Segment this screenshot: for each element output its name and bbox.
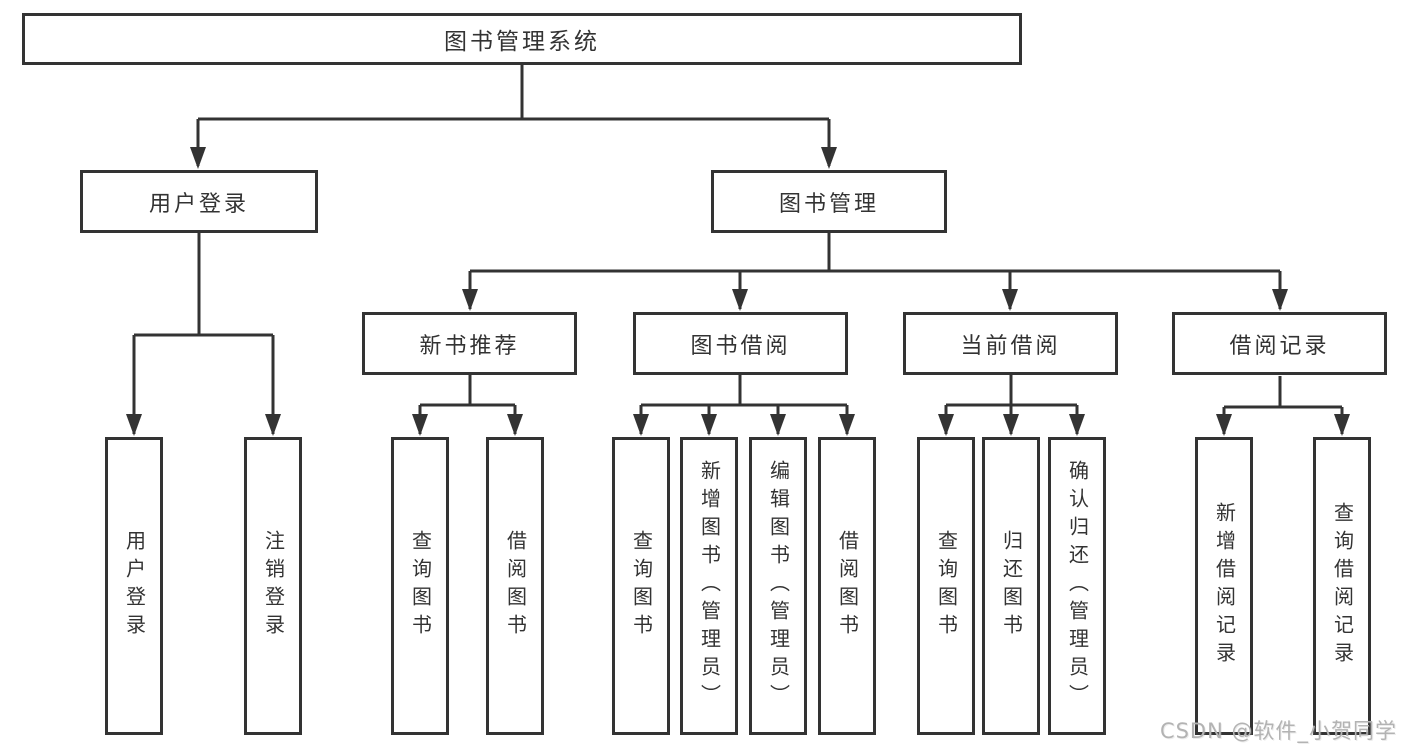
node-label: 注销登录: [261, 530, 286, 642]
leaf-query-book-recommend: 查询图书: [391, 437, 449, 735]
connector-new-book-children: [418, 375, 517, 434]
leaf-borrow-book-recommend: 借阅图书: [486, 437, 544, 735]
connector-user-login-children: [132, 233, 275, 434]
watermark: CSDN @软件_小贺同学: [1159, 719, 1397, 743]
node-label: 新增借阅记录: [1212, 502, 1237, 670]
arrow-down-icon: [1272, 289, 1288, 311]
leaf-borrow-book: 借阅图书: [818, 437, 876, 735]
leaf-user-login: 用户登录: [105, 437, 163, 735]
arrow-down-icon: [462, 289, 478, 311]
node-label: 图书借阅: [690, 333, 791, 359]
node-user-login: 用户登录: [80, 170, 318, 233]
arrow-down-icon: [1069, 414, 1085, 436]
node-book-management: 图书管理: [711, 170, 947, 233]
node-library-system: 图书管理系统: [22, 13, 1022, 65]
node-label: 借阅图书: [835, 530, 860, 642]
arrow-down-icon: [839, 414, 855, 436]
connector-book-management-children: [468, 233, 1282, 309]
arrow-down-icon: [190, 147, 206, 169]
node-label: 新增图书（管理员）: [697, 460, 722, 712]
arrowhead-icons: [126, 147, 1350, 436]
node-label: 图书管理系统: [444, 29, 600, 55]
leaf-edit-book-admin: 编辑图书（管理员）: [749, 437, 807, 735]
node-book-borrow: 图书借阅: [633, 312, 848, 375]
arrow-down-icon: [412, 414, 428, 436]
node-label: 编辑图书（管理员）: [766, 460, 791, 712]
node-label: 归还图书: [999, 530, 1024, 642]
arrow-down-icon: [1216, 414, 1232, 436]
node-label: 查询图书: [408, 530, 433, 642]
node-label: 图书管理: [778, 191, 879, 217]
leaf-query-borrow-record: 查询借阅记录: [1313, 437, 1371, 735]
arrow-down-icon: [938, 414, 954, 436]
arrow-down-icon: [821, 147, 837, 169]
node-label: 确认归还（管理员）: [1065, 460, 1090, 712]
node-label: 查询图书: [629, 530, 654, 642]
arrow-down-icon: [507, 414, 523, 436]
arrow-down-icon: [770, 414, 786, 436]
arrow-down-icon: [732, 289, 748, 311]
node-label: 当前借阅: [960, 333, 1061, 359]
arrow-down-icon: [126, 414, 142, 436]
node-borrow-records: 借阅记录: [1172, 312, 1387, 375]
leaf-confirm-return-admin: 确认归还（管理员）: [1048, 437, 1106, 735]
leaf-query-book-current: 查询图书: [917, 437, 975, 735]
arrow-down-icon: [1334, 414, 1350, 436]
arrow-down-icon: [1002, 289, 1018, 311]
arrow-down-icon: [1003, 414, 1019, 436]
connector-book-borrow-children: [639, 375, 849, 434]
arrow-down-icon: [633, 414, 649, 436]
node-label: 新书推荐: [419, 333, 520, 359]
connector-lines: [132, 65, 1344, 434]
node-current-borrow: 当前借阅: [903, 312, 1118, 375]
node-new-book-recommend: 新书推荐: [362, 312, 577, 375]
node-label: 用户登录: [122, 530, 147, 642]
connector-root-to-level2: [196, 65, 831, 166]
leaf-add-book-admin: 新增图书（管理员）: [680, 437, 738, 735]
arrow-down-icon: [701, 414, 717, 436]
node-label: 查询图书: [934, 530, 959, 642]
node-label: 借阅记录: [1229, 333, 1330, 359]
leaf-logout-login: 注销登录: [244, 437, 302, 735]
connector-borrow-record-children: [1222, 376, 1344, 434]
leaf-add-borrow-record: 新增借阅记录: [1195, 437, 1253, 735]
node-label: 借阅图书: [503, 530, 528, 642]
arrow-down-icon: [265, 414, 281, 436]
leaf-return-book: 归还图书: [982, 437, 1040, 735]
node-label: 用户登录: [148, 191, 249, 217]
leaf-query-book-borrow: 查询图书: [612, 437, 670, 735]
node-label: 查询借阅记录: [1330, 502, 1355, 670]
